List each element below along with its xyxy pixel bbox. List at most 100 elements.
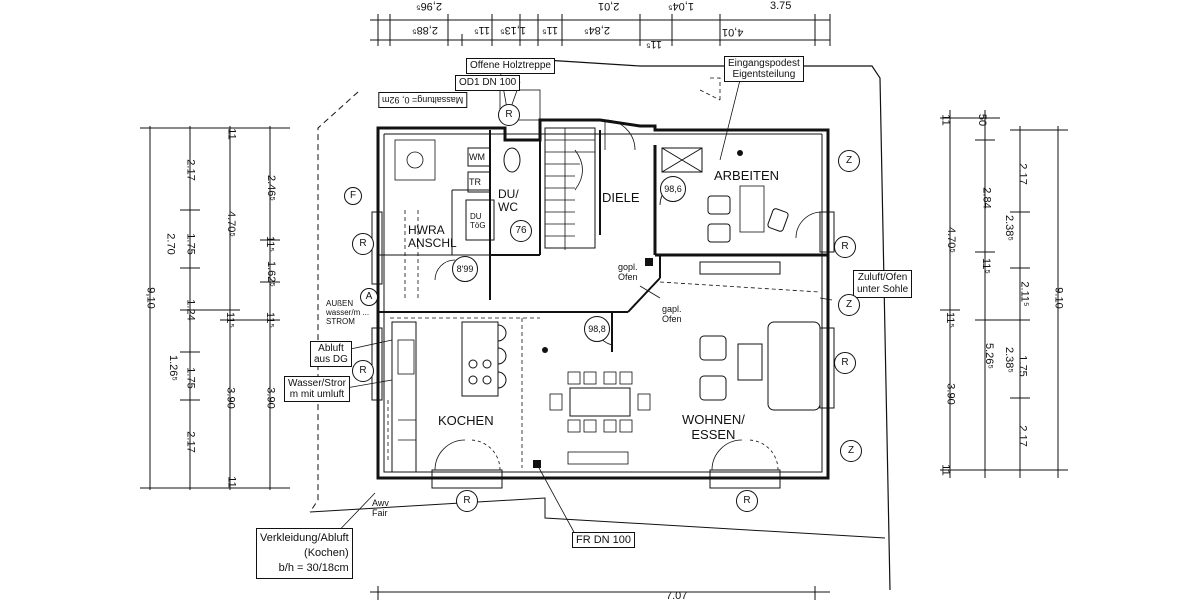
marker-a: A [360, 288, 378, 306]
callout-eingangspodest: Eingangspodest Eigentsteilung [724, 56, 804, 82]
room-label-arbeiten: ARBEITEN [714, 168, 780, 183]
marker-r-arbeiten: R [834, 236, 856, 258]
marker-r-wc: R [498, 104, 520, 126]
callout-wasser-line2: m mit umluft [289, 389, 345, 400]
shower-label-line1: DU [470, 212, 482, 221]
callout-eingangspodest-line2: Eigentsteilung [732, 69, 796, 80]
dim-top-3: 1,04⁵ [668, 0, 694, 12]
marker-z-ofen: Z [838, 294, 860, 316]
callout-zuluft-line2: unter Sohle [857, 284, 909, 295]
callout-verkleidung-line2: (Kochen) [304, 547, 349, 559]
dim-top-11: 11⁵ [646, 38, 662, 50]
dim-right-tick-1: 11 [939, 114, 952, 126]
dim-left-outer: 9,10 [144, 287, 157, 309]
marker-z-arbeiten: Z [838, 150, 860, 172]
dim-top-8: 11⁵ [542, 24, 558, 36]
marker-z-wohnen: Z [840, 440, 862, 462]
dim-right-c6: 2.17 [1016, 425, 1029, 447]
callout-verkleidung: Verkleidung/Abluft (Kochen) b/h = 30/18c… [256, 528, 353, 579]
dryer-label: TR [469, 177, 481, 187]
dim-top-1: 2,96⁵ [416, 0, 442, 12]
dim-left-c5: 3.90 [264, 387, 277, 409]
marker-r-hwr: R [352, 233, 374, 255]
dim-right-a1: 4.70⁵ [944, 227, 957, 253]
dim-top-10: 4,01 [722, 26, 744, 38]
room-label-diele: DIELE [602, 190, 640, 205]
dim-top-7: 1,13⁵ [500, 24, 526, 36]
dim-right-c1: 2.17 [1016, 163, 1029, 185]
washing-machine-label: WM [469, 152, 485, 162]
dim-left-b2: 11⁵ [223, 312, 236, 328]
dim-top-5: 2,88⁵ [412, 24, 438, 36]
marker-r-bottom-right: R [736, 490, 758, 512]
callout-verkleidung-line3: b/h = 30/18cm [278, 562, 349, 574]
dim-left-c2: 11⁵ [263, 236, 276, 252]
dim-left-b1: 4.70⁵ [224, 211, 237, 237]
gopl-ofen-2-line1: gapl. [662, 304, 682, 314]
callout-abluft-line1: Abluft [318, 343, 344, 354]
aussen-label: AUßEN wasser/m ... STROM [326, 299, 369, 326]
dim-left-b3: 3.90 [224, 387, 237, 409]
marker-f: F [344, 187, 362, 205]
dim-left-a4: 1.24 [184, 299, 197, 321]
level-marker-diele: 98,8 [584, 316, 610, 342]
room-label-hwr-line2: ANSCHL [408, 236, 457, 250]
dim-left-a2: 2.70 [164, 233, 177, 255]
shower-label-line2: TöG [470, 221, 486, 230]
awv-label: Awv Fair [372, 498, 389, 518]
stair-step-marker: 76 [510, 220, 532, 242]
dim-top-9: 2,84⁵ [584, 24, 610, 36]
room-label-wohnen-line1: WOHNEN/ [682, 412, 745, 427]
dim-left-c4: 11⁵ [263, 312, 276, 328]
dim-left-a3: 1.75 [184, 233, 197, 255]
dim-left-tick-bottom: 11 [225, 476, 238, 488]
callout-wasser-line1: Wasser/Stror [288, 378, 346, 389]
dim-right-c5: 2.38⁵ [1002, 347, 1015, 373]
room-label-du-line2: WC [498, 200, 518, 214]
callout-verkleidung-line1: Verkleidung/Abluft [260, 532, 349, 544]
room-label-du-line1: DU/ [498, 187, 519, 201]
dim-right-outer: 9.10 [1052, 287, 1065, 309]
dim-top-2: 2,01 [598, 0, 620, 12]
dim-left-tick-top: 11 [225, 128, 238, 140]
dim-right-b3: 5.26⁵ [982, 343, 995, 369]
dim-left-a6: 1.75 [184, 367, 197, 389]
dim-top-4: 3.75 [770, 0, 792, 12]
gopl-ofen-label-2: gapl. Ofen [662, 304, 682, 324]
room-label-wohnen: WOHNEN/ ESSEN [682, 412, 745, 442]
room-label-hwr-line1: HWRA [408, 223, 445, 237]
aussen-line1: AUßEN [326, 299, 354, 308]
level-marker-arbeiten: 98,6 [660, 176, 686, 202]
callout-abluft: Abluft aus DG [310, 341, 352, 367]
marker-r-bottom-left: R [456, 490, 478, 512]
level-marker-hwr: 8'99 [452, 256, 478, 282]
room-label-kochen: KOCHEN [438, 413, 494, 428]
room-label-du-wc: DU/ WC [498, 188, 519, 214]
dim-right-a3: 3.90 [944, 383, 957, 405]
awv-line1: Awv [372, 498, 389, 508]
room-label-hwr: HWRA ANSCHL [408, 224, 457, 250]
gopl-ofen-label-1: gopl. Ofen [618, 262, 638, 282]
dim-right-tick-3: 11 [939, 464, 952, 476]
gopl-ofen-2-line2: Ofen [662, 314, 682, 324]
dim-top-6: 11⁵ [474, 24, 490, 36]
dim-left-a5: 1.26⁵ [166, 355, 179, 381]
shower-label: DU TöG [470, 212, 486, 230]
callout-eingangspodest-line1: Eingangspodest [728, 58, 800, 69]
dim-right-c2: 2.38⁵ [1002, 215, 1015, 241]
dim-right-b2: 11⁵ [979, 258, 992, 274]
gopl-ofen-1-line2: Ofen [618, 272, 638, 282]
callout-fr-dn: FR DN 100 [572, 532, 636, 548]
callout-abluft-line2: aus DG [314, 354, 348, 365]
strom-line: STROM [326, 317, 355, 326]
callout-massaltung: Massaltung= 0, 92m [378, 92, 468, 108]
dim-right-b1: 2.84 [980, 187, 993, 209]
dim-left-c3: 1.62⁵ [264, 261, 277, 287]
aussen-line2: wasser/m ... [326, 308, 370, 317]
dim-right-c3: 2.11⁵ [1018, 281, 1031, 307]
room-label-wohnen-line2: ESSEN [691, 427, 736, 442]
callout-offene-holztreppe: Offene Holztreppe [466, 58, 555, 74]
callout-zuluft-line1: Zuluft/Ofen [857, 272, 908, 283]
dim-left-a7: 2.17 [184, 431, 197, 453]
